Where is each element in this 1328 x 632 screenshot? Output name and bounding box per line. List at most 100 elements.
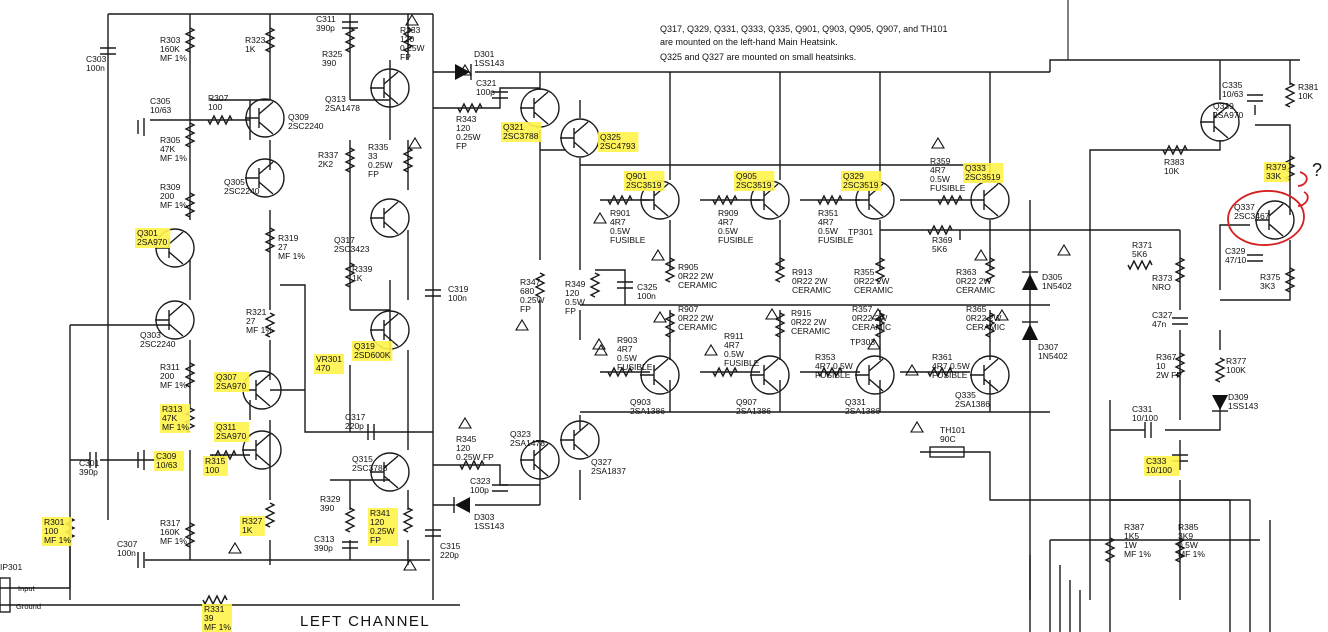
r903-line-2: 0.5W xyxy=(617,353,637,363)
tp303-line-0: TP303 xyxy=(850,337,875,347)
c325-line-1: 100n xyxy=(637,291,656,301)
r913-line-2: CERAMIC xyxy=(792,285,831,295)
resistor-zigzag xyxy=(402,27,414,53)
r331-line-1: 39 xyxy=(204,613,214,623)
r363-line-1: 0R22 2W xyxy=(956,276,991,286)
q301-line-0: Q301 xyxy=(137,228,158,238)
q309-line-1: 2SC2240 xyxy=(288,121,324,131)
r909-line-3: FUSIBLE xyxy=(718,235,754,245)
q905-line-0: Q905 xyxy=(736,171,757,181)
warning-triangle-icon xyxy=(408,136,422,149)
r329-line-0: R329 xyxy=(320,494,341,504)
r323-line-0: R323 xyxy=(245,35,266,45)
c321-line-0: C321 xyxy=(476,78,497,88)
c307-line-0: C307 xyxy=(117,539,138,549)
r325-line-1: 390 xyxy=(322,58,336,68)
r333-line-0: R333 xyxy=(400,25,421,35)
transistor-leads xyxy=(750,358,779,392)
connector-pin-input: Input xyxy=(18,584,36,593)
heatsink-note-line-3: Q325 and Q327 are mounted on small heats… xyxy=(660,52,856,62)
r353-line-2: FUSIBLE xyxy=(815,370,851,380)
warning-triangle-icon xyxy=(403,558,417,571)
r367-line-1: 10 xyxy=(1156,361,1166,371)
c321-line-1: 100p xyxy=(476,87,495,97)
r367-line-2: 2W FP xyxy=(1156,370,1182,380)
r387-line-3: MF 1% xyxy=(1124,549,1151,559)
r345-line-2: 0.25W FP xyxy=(456,452,494,462)
r313-line-0: R313 xyxy=(162,404,183,414)
warning-triangle-icon xyxy=(458,63,472,76)
r359-line-1: 4R7 xyxy=(930,165,946,175)
transistor-leads xyxy=(242,433,271,467)
question-mark-annotation: ? xyxy=(1312,160,1322,180)
th101-line-0: TH101 xyxy=(940,425,966,435)
label-tp301: TP301 xyxy=(848,227,873,237)
c307-line-1: 100n xyxy=(117,548,136,558)
highlight-q329 xyxy=(841,171,882,191)
highlight-q301 xyxy=(135,228,171,248)
resistor-zigzag xyxy=(664,312,676,338)
r343-line-1: 120 xyxy=(456,123,470,133)
wiring xyxy=(0,0,1300,632)
resistor-zigzag xyxy=(264,502,276,528)
resistor-zigzag xyxy=(184,362,196,388)
q303-line-0: Q303 xyxy=(140,330,161,340)
r365-line-0: R365 xyxy=(966,304,987,314)
r331-line-0: R331 xyxy=(204,604,225,614)
r335-line-2: 0.25W xyxy=(368,160,393,170)
q327-line-1: 2SA1837 xyxy=(591,466,626,476)
resistor-zigzag xyxy=(874,312,886,338)
resistor-zigzag xyxy=(774,257,786,283)
warning-triangle-icon xyxy=(653,310,667,323)
q329-line-1: 2SC3519 xyxy=(843,180,879,190)
transistor-leads xyxy=(970,358,999,392)
r337-line-0: R337 xyxy=(318,150,339,160)
q321-line-1: 2SC3788 xyxy=(503,131,539,141)
r909-line-1: 4R7 xyxy=(718,217,734,227)
highlight-q905 xyxy=(734,171,775,191)
warning-triangle-icon xyxy=(1057,243,1071,256)
resistor-zigzag xyxy=(184,522,196,548)
r909-line-0: R909 xyxy=(718,208,739,218)
q325-line-0: Q325 xyxy=(600,132,621,142)
r331-line-2: MF 1% xyxy=(204,622,231,632)
transistor-leads xyxy=(370,71,399,105)
highlight-r301 xyxy=(42,517,72,546)
r359-line-0: R359 xyxy=(930,156,951,166)
r355-line-0: R355 xyxy=(854,267,875,277)
resistor-zigzag xyxy=(984,257,996,283)
resistor-zigzag xyxy=(534,272,546,298)
r347-line-2: 0.25W xyxy=(520,295,545,305)
red-circle-annotation xyxy=(1227,190,1305,246)
r339-line-1: 1K xyxy=(352,273,363,283)
warning-triangle-icon xyxy=(910,420,924,433)
channel-title: LEFT CHANNEL xyxy=(300,613,430,630)
highlight-q307 xyxy=(214,372,250,392)
transistor-leads xyxy=(155,303,184,337)
r349-line-2: 0.5W xyxy=(565,297,585,307)
r385-line-3: MF 1% xyxy=(1178,549,1205,559)
r343-line-2: 0.25W xyxy=(456,132,481,142)
r369-line-0: R369 xyxy=(932,235,953,245)
r309-line-0: R309 xyxy=(160,182,181,192)
r307-line-0: R307 xyxy=(208,93,229,103)
r383-line-0: R383 xyxy=(1164,157,1185,167)
highlight-r331 xyxy=(202,604,232,632)
